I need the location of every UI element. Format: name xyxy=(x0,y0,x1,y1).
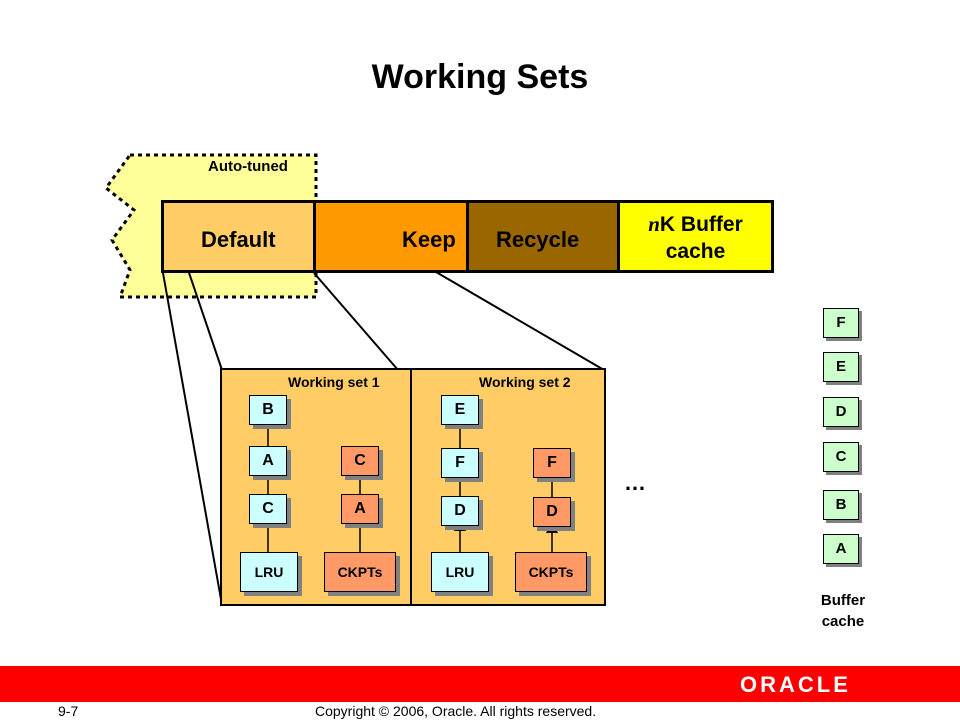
page-title: Working Sets xyxy=(371,58,589,96)
ws2-ckpt-head: CKPTs xyxy=(515,552,587,592)
more-working-sets-ellipsis: … xyxy=(624,470,646,495)
auto-tuned-label: Auto-tuned xyxy=(208,158,288,175)
keep-pool: Keep xyxy=(313,200,469,273)
nk-buffer-label: nK Buffer cache xyxy=(620,211,771,265)
buffer-cache-caption: Buffer cache xyxy=(808,590,878,632)
buffer-block-6: A xyxy=(823,534,859,564)
keep-pool-label: Keep xyxy=(402,227,456,252)
zoom-line-3 xyxy=(313,272,399,371)
ws1-lru-node-3: C xyxy=(249,494,287,524)
buffer-block-2: E xyxy=(823,352,859,382)
nk-line1: K Buffer xyxy=(659,213,743,236)
zoom-line-1 xyxy=(162,272,223,606)
buffer-block-3: D xyxy=(823,397,859,427)
ws1-ckpt-head: CKPTs xyxy=(324,552,396,592)
ws2-lru-head: LRU xyxy=(431,552,489,592)
ws1-lru-node-1: B xyxy=(249,395,287,425)
working-set-1-label: Working set 1 xyxy=(288,374,380,390)
nk-buffer-pool: nK Buffer cache xyxy=(617,200,774,273)
default-pool: Default xyxy=(161,200,316,273)
ws2-lru-node-3: D xyxy=(441,496,479,526)
slide-number: 9-7 xyxy=(58,703,79,719)
buffer-cache-caption-line2: cache xyxy=(821,613,865,630)
ws1-ckpt-node-1: C xyxy=(341,446,379,476)
ws1-lru-head: LRU xyxy=(240,552,298,592)
buffer-cache-caption-line1: Buffer xyxy=(820,592,866,609)
ws1-ckpt-node-2: A xyxy=(341,494,379,524)
nk-line2: cache xyxy=(665,240,726,263)
recycle-pool: Recycle xyxy=(466,200,620,273)
buffer-block-4: C xyxy=(823,442,859,472)
ws1-lru-node-2: A xyxy=(249,446,287,476)
buffer-block-5: B xyxy=(823,490,859,520)
oracle-logo: ORACLE xyxy=(740,672,851,697)
default-pool-label: Default xyxy=(201,227,276,252)
working-set-2-label: Working set 2 xyxy=(479,374,571,390)
ws2-lru-node-1: E xyxy=(441,395,479,425)
ws2-ckpt-node-1: F xyxy=(533,448,571,478)
buffer-block-1: F xyxy=(823,308,859,338)
nk-prefix: n xyxy=(648,212,660,236)
copyright-notice: Copyright © 2006, Oracle. All rights res… xyxy=(315,703,597,719)
ws2-lru-node-2: F xyxy=(441,448,479,478)
ws2-ckpt-node-2: D xyxy=(533,497,571,527)
footer-bar xyxy=(0,666,960,702)
recycle-pool-label: Recycle xyxy=(496,227,580,252)
